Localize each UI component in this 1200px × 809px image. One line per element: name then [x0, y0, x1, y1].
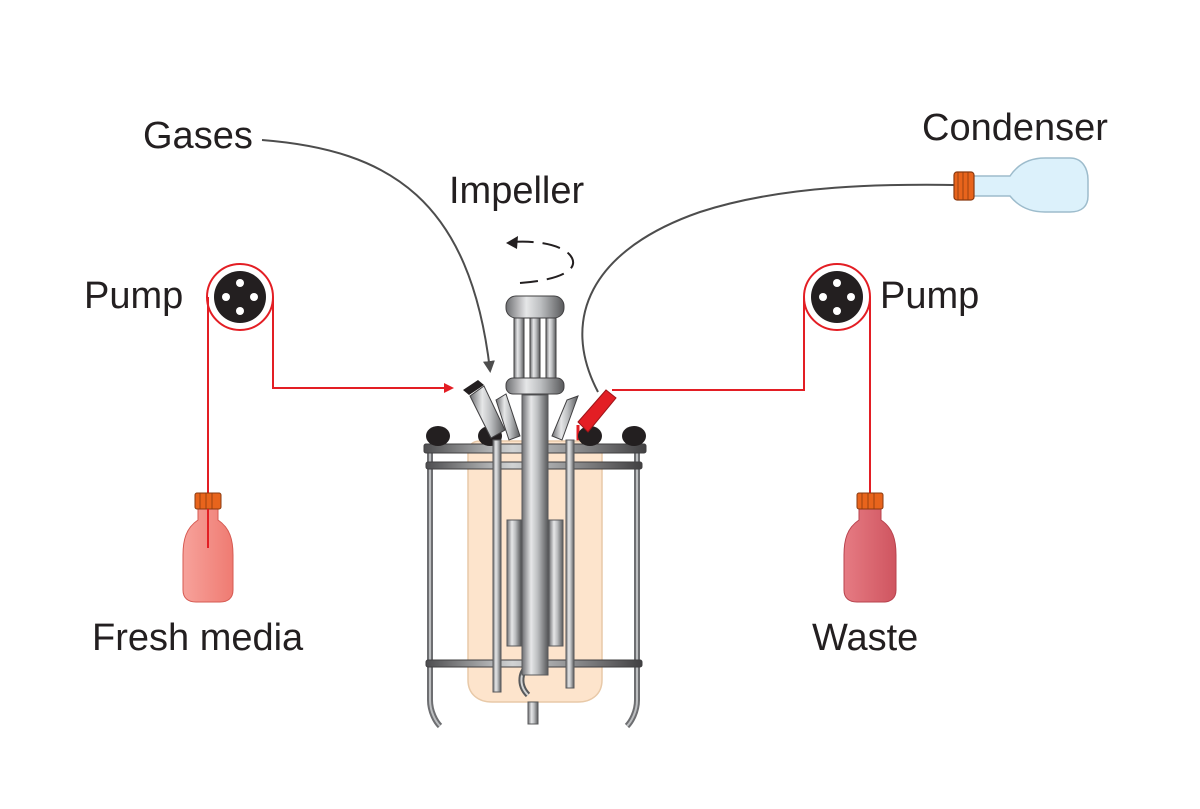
impeller-blade-left	[506, 519, 522, 647]
fresh-media-label: Fresh media	[92, 617, 304, 659]
impeller-shaft	[521, 394, 549, 676]
right-pump	[803, 263, 871, 331]
feed-tube	[272, 297, 454, 393]
motor-cap	[505, 295, 565, 319]
condenser-cap	[953, 171, 975, 201]
condenser-label: Condenser	[922, 107, 1108, 149]
knob	[426, 426, 450, 446]
fresh-media-bottle	[182, 492, 234, 603]
condenser-port	[551, 395, 579, 441]
knob	[578, 426, 602, 446]
condenser-line	[581, 179, 1001, 393]
fresh-media-cap	[194, 492, 222, 510]
waste-label: Waste	[812, 617, 918, 659]
condenser-bottle	[953, 157, 1089, 213]
frame-leg-left	[427, 452, 443, 729]
effluent-port	[577, 389, 617, 433]
frame-leg-right	[624, 452, 640, 729]
impeller-label: Impeller	[449, 170, 584, 212]
gases-label: Gases	[143, 115, 253, 157]
waste-cap	[856, 492, 884, 510]
knob	[622, 426, 646, 446]
gas-line	[261, 139, 495, 373]
motor-coupling	[505, 377, 565, 395]
pump-left-label: Pump	[84, 275, 183, 317]
feed-inlet-port	[469, 385, 506, 439]
rotation-arrowhead	[506, 236, 518, 249]
bottom-drain	[527, 701, 539, 725]
probe-right	[565, 439, 575, 689]
effluent-tube	[612, 297, 805, 391]
impeller-blade-right	[548, 519, 564, 647]
gas-inlet-port	[495, 393, 521, 441]
bioreactor-vessel	[423, 295, 647, 729]
left-pump	[206, 263, 274, 331]
impeller-rotation-arrow	[511, 240, 575, 284]
waste-bottle	[843, 492, 897, 603]
pump-right-label: Pump	[880, 275, 979, 317]
probe-left	[492, 439, 502, 693]
